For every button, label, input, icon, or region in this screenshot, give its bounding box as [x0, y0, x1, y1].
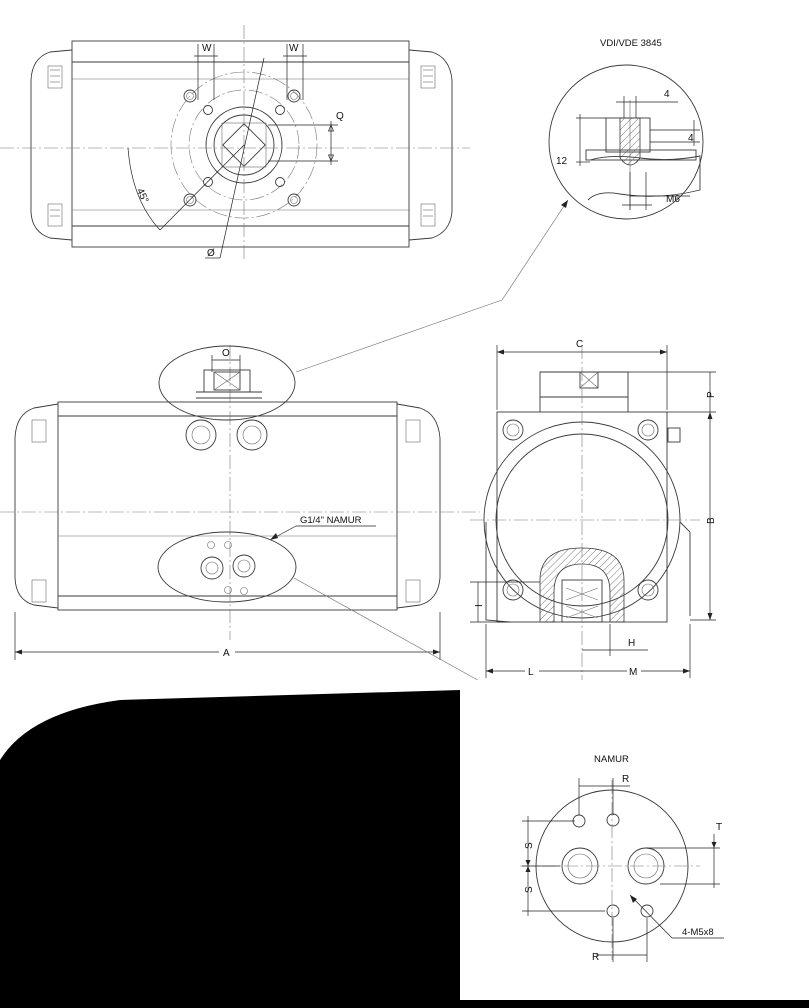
side-view: C P B I H L M [470, 339, 717, 680]
screws-label: 4-M5x8 [682, 927, 714, 938]
vdi-detail: VDI/VDE 3845 4 4 12 M6 [295, 38, 704, 373]
diameter-label: Ø [207, 248, 215, 259]
dark-overlay [0, 690, 809, 1008]
namur-detail: NAMUR R R S S T [460, 680, 809, 1000]
port-label: G1/4" NAMUR [300, 515, 362, 526]
l-label: L [528, 667, 534, 678]
top-view: W W Q 45° Ø [0, 25, 470, 260]
h-label: H [628, 638, 635, 649]
o-label: O [222, 348, 230, 359]
w-right-label: W [289, 43, 299, 54]
r-bottom-label: R [592, 952, 599, 963]
vdi-dim-4-side: 4 [688, 133, 694, 144]
vdi-thread-label: M6 [666, 194, 680, 205]
vdi-title: VDI/VDE 3845 [600, 38, 662, 49]
w-left-label: W [202, 43, 212, 54]
i-label: I [474, 604, 485, 607]
vdi-dim-4-top: 4 [664, 89, 670, 100]
vdi-dim-12: 12 [556, 156, 568, 167]
b-label: B [706, 517, 717, 524]
t-label: T [716, 822, 722, 833]
m-label: M [629, 667, 637, 678]
front-view: O G1/4" NAMUR A [0, 345, 567, 791]
c-label: C [576, 339, 583, 350]
s-upper-label: S [524, 842, 535, 849]
namur-title: NAMUR [594, 754, 629, 765]
s-lower-label: S [524, 886, 535, 893]
angle-label: 45° [134, 187, 150, 205]
r-top-label: R [622, 774, 629, 785]
q-label: Q [336, 111, 344, 122]
p-label: P [706, 391, 717, 398]
a-label: A [223, 648, 230, 659]
